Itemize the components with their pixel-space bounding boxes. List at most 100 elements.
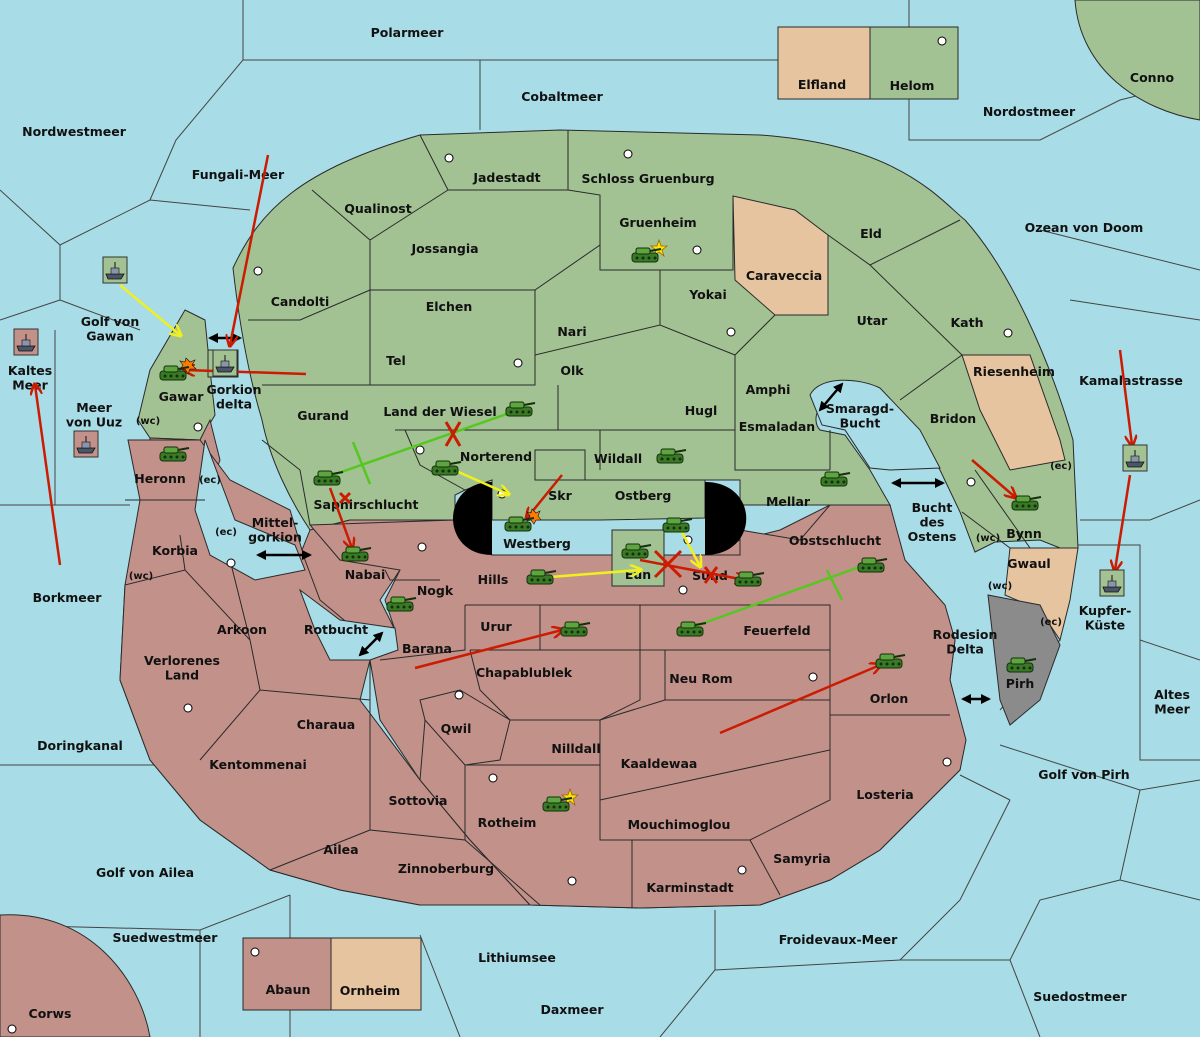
territory-label: Jadestadt xyxy=(472,170,540,185)
sea-label: Cobaltmeer xyxy=(521,89,603,104)
sea-label: Suedwestmeer xyxy=(113,930,219,945)
territory-label: Schloss Gruenburg xyxy=(581,171,714,186)
territory-label: Corws xyxy=(29,1006,72,1021)
star-icon xyxy=(560,238,669,807)
coast-tag: (wc) xyxy=(976,533,1000,544)
sea-label: Daxmeer xyxy=(540,1002,604,1017)
territory-label: Skr xyxy=(548,488,572,503)
territory-label: Nabai xyxy=(345,567,386,582)
territory-label: Westberg xyxy=(503,536,571,551)
army-tank-icon xyxy=(662,517,693,533)
territory-label: Wildall xyxy=(594,451,642,466)
territory-label: Gawar xyxy=(159,389,205,404)
territory-label: Hills xyxy=(478,572,509,587)
territory-label: Gwaul xyxy=(1007,556,1050,571)
territory-label: Bridon xyxy=(930,411,976,426)
territory-labels: Elfland Helom Conno Jadestadt Schloss Gr… xyxy=(29,70,1175,1021)
territory-label: Sottovia xyxy=(389,793,448,808)
territory-label: Feuerfeld xyxy=(743,623,810,638)
coast-tag: (wc) xyxy=(988,581,1012,592)
sea-label: Fungali-Meer xyxy=(192,167,285,182)
territory-label: Riesenheim xyxy=(973,364,1055,379)
sea-label: Nordostmeer xyxy=(983,104,1076,119)
fleet-units xyxy=(13,256,1148,597)
impassable-east xyxy=(705,482,747,555)
sea-label: Nordwestmeer xyxy=(22,124,127,139)
territory-label: Utar xyxy=(857,313,889,328)
territory-label: Neu Rom xyxy=(669,671,732,686)
explosion-icon xyxy=(179,357,542,525)
territory-gwaul[interactable] xyxy=(1004,547,1079,642)
impassable-west xyxy=(453,482,492,555)
army-tank-icon xyxy=(431,460,462,476)
army-tank-icon xyxy=(505,401,536,417)
territory-label: Abaun xyxy=(266,982,311,997)
territory-label: Hugl xyxy=(685,403,718,418)
territory-label: Kath xyxy=(951,315,984,330)
territory-label: Helom xyxy=(890,78,935,93)
territory-label: Barana xyxy=(402,641,452,656)
army-tank-icon xyxy=(341,546,372,562)
army-tank-icon xyxy=(656,448,687,464)
sea-label: Kamalastrasse xyxy=(1079,373,1183,388)
sea-label: Froidevaux-Meer xyxy=(779,932,898,947)
territory-label: Amphi xyxy=(746,382,791,397)
sea-label: Lithiumsee xyxy=(478,950,556,965)
coast-tag: (wc) xyxy=(136,416,160,427)
failed-order-marker xyxy=(338,421,719,584)
territory-label: Karminstadt xyxy=(646,880,733,895)
territory-label: Nilldall xyxy=(551,741,600,756)
territory-label: Chapablublek xyxy=(476,665,573,680)
coast-tag: (ec) xyxy=(1050,461,1072,472)
territory-label: Nari xyxy=(557,324,586,339)
territory-label: Esmaladan xyxy=(739,419,815,434)
army-tank-icon xyxy=(504,516,535,532)
territory-skr-box xyxy=(534,449,586,481)
territory-caraveccia[interactable] xyxy=(732,195,829,316)
territory-label: Elfland xyxy=(798,77,846,92)
territory-label: Ostberg xyxy=(615,488,672,503)
territory-label: Gurand xyxy=(297,408,349,423)
territory-label: Urur xyxy=(480,619,512,634)
territory-label: Korbia xyxy=(152,543,198,558)
army-tank-icon xyxy=(159,365,190,381)
territory-conno[interactable] xyxy=(1074,0,1200,121)
sea-label: Ozean von Doom xyxy=(1025,220,1144,235)
coast-tag: (ec) xyxy=(199,475,221,486)
territory-label: Arkoon xyxy=(217,622,267,637)
sea-labels: Polarmeer Cobaltmeer Nordostmeer Nordwes… xyxy=(8,25,1191,1017)
sea-label: Suedostmeer xyxy=(1033,989,1127,1004)
territory-label: Candolti xyxy=(271,294,330,309)
sea-label: Polarmeer xyxy=(371,25,445,40)
territory-label: Gruenheim xyxy=(619,215,696,230)
army-tank-icon xyxy=(820,471,851,487)
territory-label: Mouchimoglou xyxy=(628,817,731,832)
army-tank-icon xyxy=(386,596,417,612)
territory-label: Samyria xyxy=(773,851,831,866)
territory-corws[interactable] xyxy=(0,914,151,1037)
territory-label: Losteria xyxy=(856,787,913,802)
coast-tags: (wc) (ec) (ec) (wc) (ec) (wc) (wc) (ec) xyxy=(129,416,1072,628)
territory-riesenheim[interactable] xyxy=(961,354,1066,471)
army-tank-icon xyxy=(542,796,573,812)
territory-label: Olk xyxy=(560,363,584,378)
army-tank-icon xyxy=(857,557,888,573)
territory-label: Orlon xyxy=(870,691,909,706)
territory-ornheim[interactable] xyxy=(330,937,422,1011)
territory-elfland[interactable] xyxy=(777,26,871,100)
army-tank-icon xyxy=(1011,495,1042,511)
army-tank-icon xyxy=(621,543,652,559)
sea-label: Borkmeer xyxy=(33,590,103,605)
territory-label: Saphirschlucht xyxy=(314,497,419,512)
territory-label: Bynn xyxy=(1006,526,1041,541)
territory-label: Norterend xyxy=(460,449,532,464)
